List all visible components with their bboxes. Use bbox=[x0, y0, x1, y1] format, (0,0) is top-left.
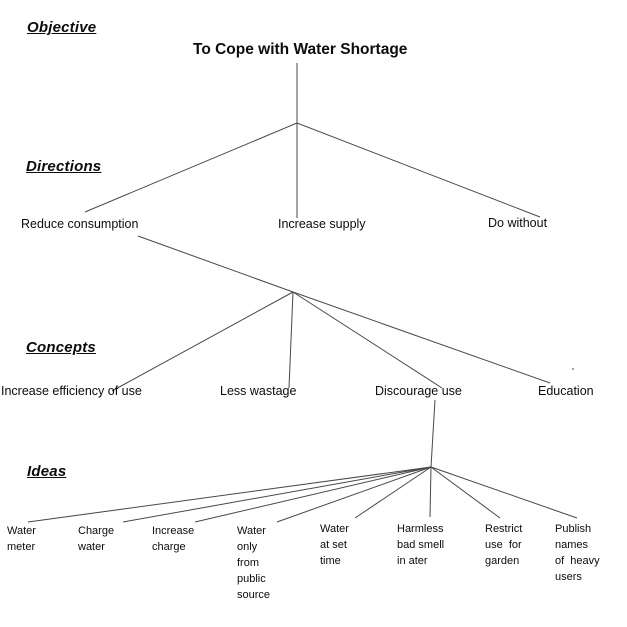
node-do-without: Do without bbox=[488, 216, 548, 230]
node-reduce-consumption: Reduce consumption bbox=[21, 217, 139, 231]
edge-reduce-to-concepts-junction bbox=[137, 235, 294, 293]
edge-ideas-to-publish-names bbox=[430, 466, 578, 519]
node-less-wastage: Less wastage bbox=[220, 384, 297, 398]
edge-concepts-to-discourage bbox=[292, 291, 443, 389]
leaf-increase-charge: Increase charge bbox=[152, 525, 195, 553]
leaf-charge-water: Charge water bbox=[78, 525, 115, 553]
section-label-ideas: Ideas bbox=[27, 463, 67, 480]
section-label-concepts: Concepts bbox=[26, 339, 96, 356]
node-discourage-use: Discourage use bbox=[375, 384, 462, 398]
edge-ideas-to-set-time bbox=[354, 466, 432, 519]
leaf-publish-names: Publish names of heavy users bbox=[555, 523, 600, 583]
leaf-water-meter: Water meter bbox=[7, 525, 36, 553]
edge-ideas-to-increase-charge bbox=[194, 466, 432, 523]
edge-discourage-to-ideas-junction bbox=[430, 399, 436, 468]
node-increase-efficiency: Increase efficiency of use bbox=[1, 384, 142, 398]
edge-concepts-to-less-wastage bbox=[288, 291, 294, 389]
leaf-set-time: Water at set time bbox=[320, 523, 349, 567]
edge-ideas-to-water-meter bbox=[27, 466, 432, 523]
edge-apex-to-do-without bbox=[296, 122, 541, 218]
edge-ideas-to-harmless-smell bbox=[429, 466, 432, 518]
diagram-title: To Cope with Water Shortage bbox=[193, 41, 408, 58]
edge-ideas-to-restrict-garden bbox=[430, 466, 501, 519]
section-label-objective: Objective bbox=[27, 19, 97, 36]
leaf-harmless-smell: Harmless bad smell in ater bbox=[397, 523, 445, 567]
edge-ideas-to-public-source bbox=[276, 466, 432, 523]
leaf-restrict-garden: Restrict use for garden bbox=[485, 523, 523, 567]
node-education: Education bbox=[538, 384, 594, 398]
node-increase-supply: Increase supply bbox=[278, 217, 366, 231]
stray-dot-artifact bbox=[572, 368, 574, 370]
edge-concepts-to-education bbox=[292, 291, 551, 384]
edge-apex-to-reduce-consumption bbox=[84, 122, 298, 213]
section-label-directions: Directions bbox=[26, 158, 102, 175]
edge-ideas-to-charge-water bbox=[122, 466, 432, 523]
leaf-public-source: Water only from public source bbox=[237, 525, 271, 601]
edge-concepts-to-efficiency bbox=[111, 291, 294, 392]
